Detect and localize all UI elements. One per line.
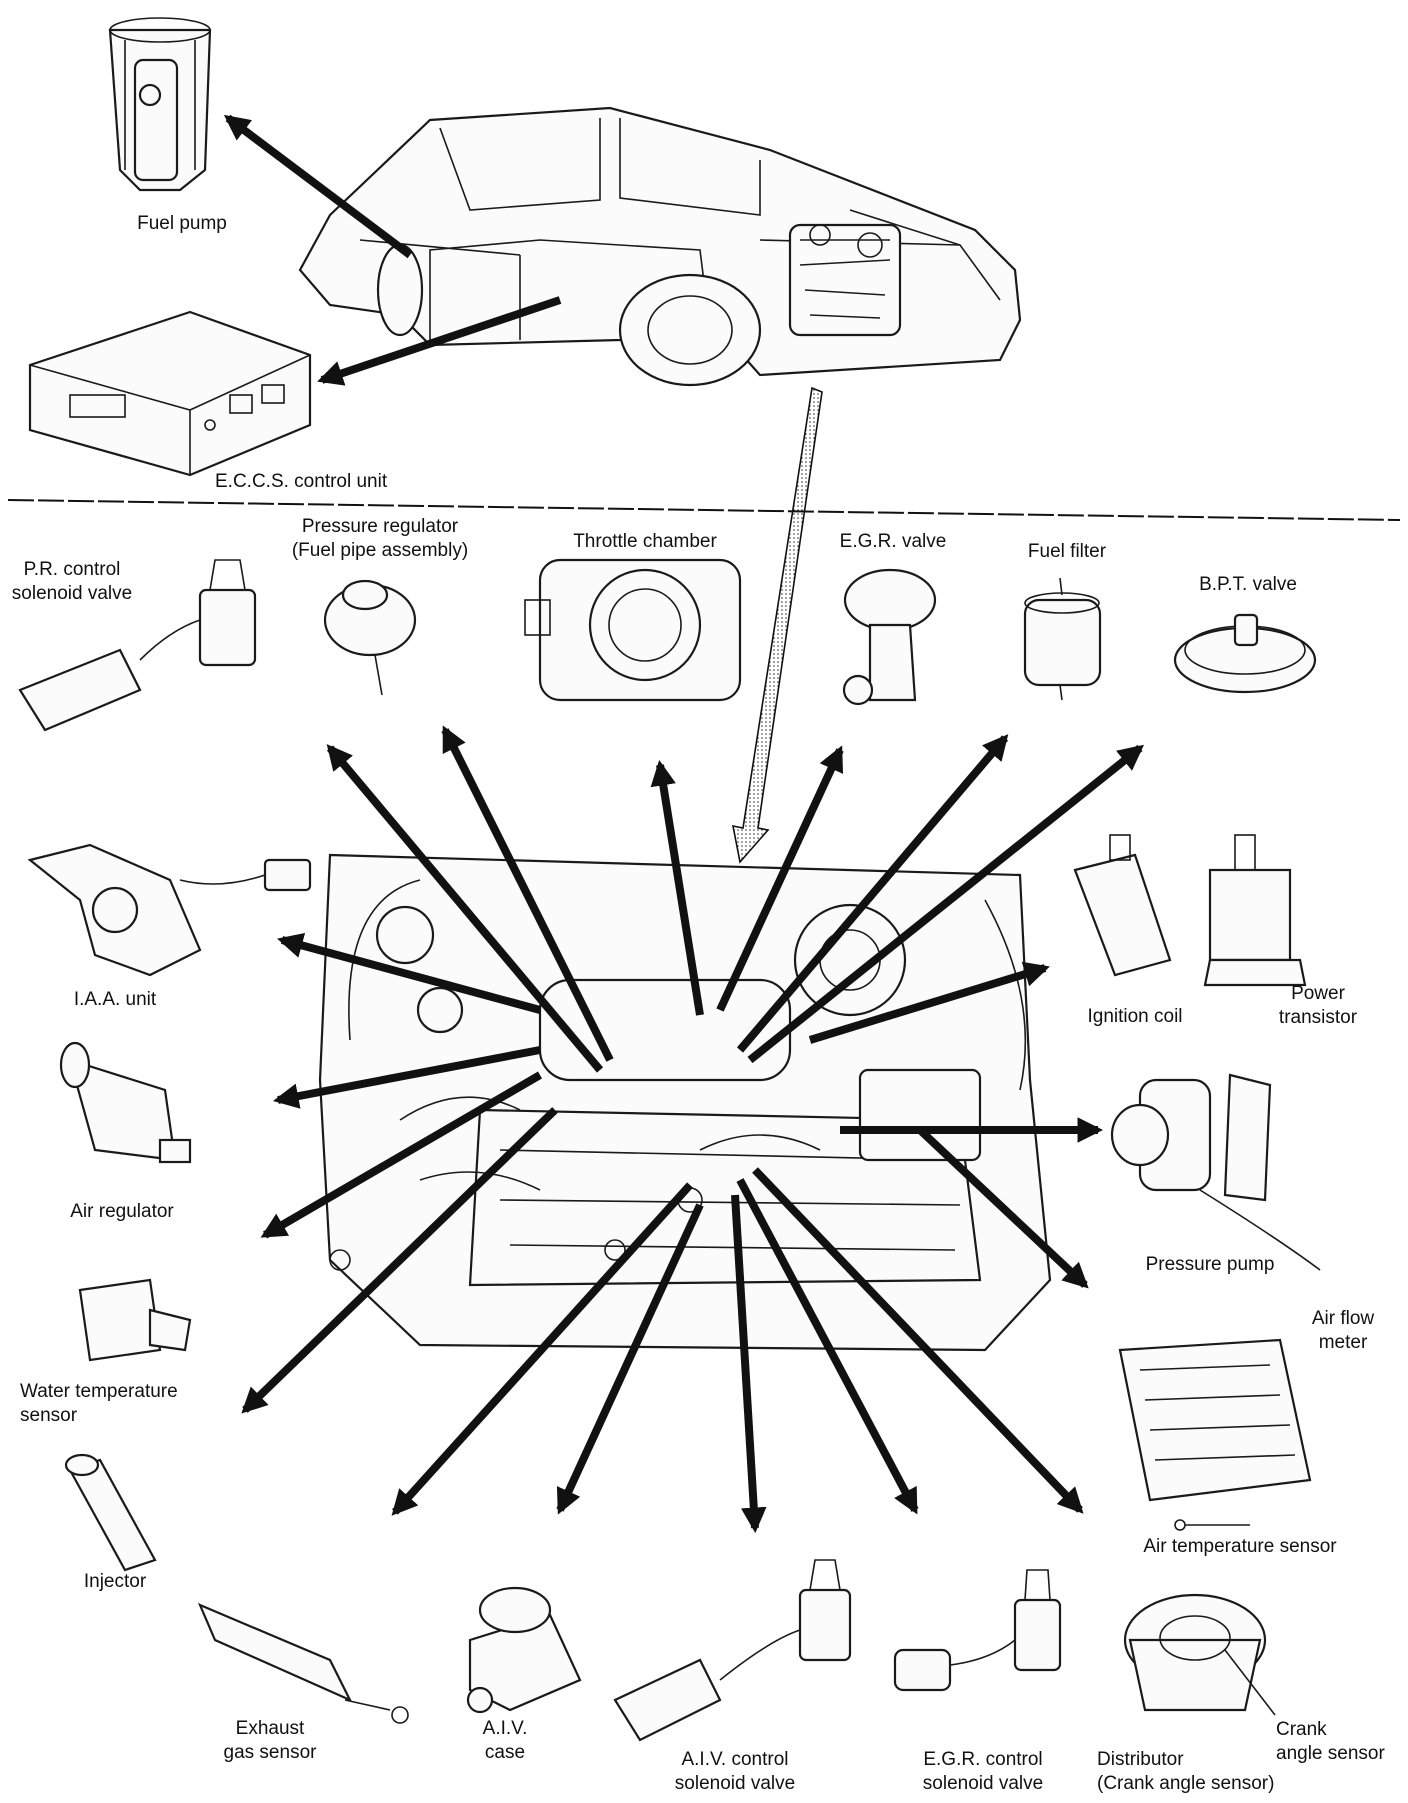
label-line: gas sensor xyxy=(223,1742,317,1763)
engine-arrows xyxy=(241,725,1144,1534)
distributor-art xyxy=(1123,1593,1276,1716)
label-pressure-regulator: Pressure regulator (Fuel pipe assembly) xyxy=(292,515,468,563)
label-pressure-pump: Pressure pump xyxy=(1145,1254,1275,1275)
water-temp-sensor-art xyxy=(78,1278,192,1362)
top-arrows xyxy=(223,114,562,386)
ignition-coil-art xyxy=(1073,834,1172,977)
label-line: angle sensor xyxy=(1276,1743,1385,1764)
label-eccs-control-unit: E.C.C.S. control unit xyxy=(215,471,388,492)
label-pr-control-solenoid-valve: P.R. control solenoid valve xyxy=(12,558,132,606)
label-iaa-unit: I.A.A. unit xyxy=(73,989,157,1010)
label-air-regulator: Air regulator xyxy=(70,1201,174,1222)
label-line: (Fuel pipe assembly) xyxy=(291,540,469,561)
pr-solenoid-art xyxy=(18,559,257,732)
label-line: solenoid valve xyxy=(674,1773,796,1794)
label-line: case xyxy=(484,1742,526,1763)
label-line: Power xyxy=(1291,983,1345,1004)
label-line: A.I.V. control xyxy=(681,1749,789,1770)
pressure-regulator-art xyxy=(323,579,417,696)
label-exhaust-gas-sensor: Exhaust gas sensor xyxy=(224,1717,317,1765)
label-line: Exhaust xyxy=(235,1718,305,1739)
air-regulator-art xyxy=(59,1041,192,1164)
car-illustration xyxy=(298,106,1022,387)
exhaust-gas-sensor-art xyxy=(197,1602,409,1724)
label-aiv-control-solenoid-valve: A.I.V. control solenoid valve xyxy=(675,1748,795,1796)
label-line: Crank xyxy=(1276,1719,1327,1740)
label-ignition-coil: Ignition coil xyxy=(1087,1006,1183,1027)
label-throttle-chamber: Throttle chamber xyxy=(573,531,717,552)
label-air-temperature-sensor: Air temperature sensor xyxy=(1143,1536,1337,1557)
label-line: (Crank angle sensor) xyxy=(1097,1773,1275,1794)
label-fuel-pump: Fuel pump xyxy=(137,213,227,234)
label-line: solenoid valve xyxy=(11,583,133,604)
label-line: meter xyxy=(1318,1332,1368,1353)
iaa-unit-art xyxy=(27,843,312,977)
pressure-pump-art xyxy=(1110,1073,1321,1271)
eccs-control-unit-illustration xyxy=(28,310,312,477)
bpt-valve-art xyxy=(1173,613,1317,694)
label-line: transistor xyxy=(1278,1007,1358,1028)
label-line: P.R. control xyxy=(23,559,121,580)
label-egr-valve: E.G.R. valve xyxy=(839,531,947,552)
egr-solenoid-art xyxy=(893,1569,1062,1692)
label-line: solenoid valve xyxy=(922,1773,1044,1794)
label-air-flow-meter: Air flow meter xyxy=(1312,1307,1374,1355)
section-divider xyxy=(7,499,1401,521)
label-line: Water temperature xyxy=(20,1381,178,1402)
component-illustrations xyxy=(18,558,1321,1742)
label-egr-control-solenoid-valve: E.G.R. control solenoid valve xyxy=(923,1748,1043,1796)
air-flow-meter-art xyxy=(1118,1338,1312,1531)
label-line: Air flow xyxy=(1311,1308,1375,1329)
label-crank-angle-sensor: Crank angle sensor xyxy=(1276,1718,1385,1766)
label-bpt-valve: B.P.T. valve xyxy=(1199,574,1297,595)
fuel-filter-art xyxy=(1023,577,1102,701)
label-fuel-filter: Fuel filter xyxy=(1027,541,1107,562)
label-line: sensor xyxy=(20,1405,78,1426)
label-distributor: Distributor (Crank angle sensor) xyxy=(1097,1748,1274,1796)
label-line: E.G.R. control xyxy=(923,1749,1043,1770)
label-aiv-case: A.I.V. case xyxy=(483,1717,528,1765)
label-injector: Injector xyxy=(83,1571,147,1592)
aiv-solenoid-art xyxy=(613,1559,852,1742)
fuel-pump-illustration xyxy=(108,17,212,192)
egr-valve-art xyxy=(842,568,937,706)
throttle-chamber-art xyxy=(524,558,742,702)
engine-bay-illustration xyxy=(318,853,1052,1352)
label-line: A.I.V. xyxy=(482,1718,528,1739)
injector-art xyxy=(64,1453,157,1572)
label-line: Pressure regulator xyxy=(301,516,459,537)
power-transistor-art xyxy=(1203,834,1307,987)
label-line: Distributor xyxy=(1097,1749,1184,1770)
car-to-engine-arrow xyxy=(731,386,823,864)
label-water-temperature-sensor: Water temperature sensor xyxy=(20,1380,178,1428)
aiv-case-art xyxy=(466,1586,582,1714)
label-power-transistor: Power transistor xyxy=(1279,982,1357,1030)
